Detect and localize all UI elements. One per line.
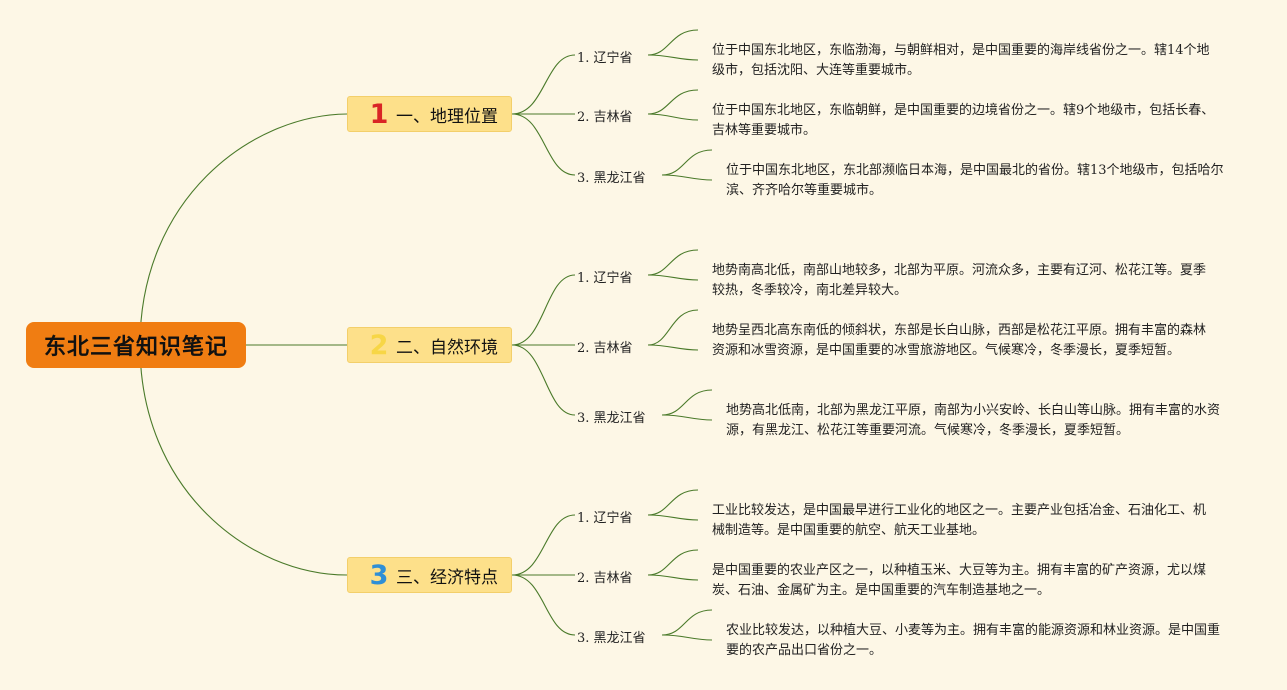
link-d1-2 bbox=[647, 89, 699, 115]
description-node[interactable]: 工业比较发达，是中国最早进行工业化的地区之一。主要产业包括冶金、石油化工、机械制… bbox=[712, 503, 1207, 538]
topic-label: 三、经济特点 bbox=[396, 567, 498, 588]
link-d3-3 bbox=[661, 609, 713, 636]
province-node[interactable]: 2. 吉林省 bbox=[577, 341, 633, 356]
number-three-icon: 3 bbox=[369, 559, 389, 591]
province-node[interactable]: 1. 辽宁省 bbox=[577, 511, 633, 526]
description-node[interactable]: 位于中国东北地区，东北部濒临日本海，是中国最北的省份。辖13个地级市，包括哈尔滨… bbox=[726, 163, 1224, 198]
link-d3-1 bbox=[647, 489, 699, 516]
description-node[interactable]: 位于中国东北地区，东临渤海，与朝鲜相对，是中国重要的海岸线省份之一。辖14个地级… bbox=[712, 43, 1210, 78]
province-node[interactable]: 2. 吉林省 bbox=[577, 571, 633, 586]
link-t3-p3 bbox=[511, 574, 576, 636]
link-d3-2b bbox=[647, 574, 699, 581]
province-node[interactable]: 3. 黑龙江省 bbox=[577, 411, 646, 426]
link-d3-1b bbox=[647, 514, 699, 521]
topic-label: 二、自然环境 bbox=[396, 337, 498, 358]
link-t2-p3 bbox=[511, 344, 576, 416]
link-t2-p1 bbox=[511, 274, 576, 346]
province-node[interactable]: 1. 辽宁省 bbox=[577, 271, 633, 286]
number-one-icon: 1 bbox=[369, 98, 389, 130]
topic-label: 一、地理位置 bbox=[396, 106, 498, 127]
link-root-topic-1 bbox=[139, 113, 348, 346]
description-node[interactable]: 地势高北低南，北部为黑龙江平原，南部为小兴安岭、长白山等山脉。拥有丰富的水资源，… bbox=[726, 403, 1221, 438]
link-t1-p1 bbox=[511, 54, 576, 115]
topic-geography[interactable]: 1 一、地理位置 bbox=[347, 96, 512, 132]
link-d3-2 bbox=[647, 549, 699, 576]
link-d1-1 bbox=[647, 29, 699, 56]
link-t3-p1 bbox=[511, 514, 576, 576]
link-d2-3 bbox=[661, 389, 713, 416]
link-d2-2b bbox=[647, 344, 699, 351]
link-t1-p3 bbox=[511, 113, 576, 176]
description-node[interactable]: 位于中国东北地区，东临朝鲜，是中国重要的边境省份之一。辖9个地级市，包括长春、吉… bbox=[712, 103, 1215, 138]
description-node[interactable]: 地势南高北低，南部山地较多，北部为平原。河流众多，主要有辽河、松花江等。夏季较热… bbox=[712, 263, 1207, 298]
link-d3-3b bbox=[661, 634, 713, 641]
link-d1-3 bbox=[661, 149, 713, 176]
link-d2-1b bbox=[647, 274, 699, 281]
province-node[interactable]: 3. 黑龙江省 bbox=[577, 631, 646, 646]
topic-environment[interactable]: 2 二、自然环境 bbox=[347, 327, 512, 363]
description-node[interactable]: 农业比较发达，以种植大豆、小麦等为主。拥有丰富的能源资源和林业资源。是中国重要的… bbox=[726, 623, 1221, 658]
province-node[interactable]: 1. 辽宁省 bbox=[577, 51, 633, 66]
link-d2-2 bbox=[647, 309, 699, 346]
topic-economy[interactable]: 3 三、经济特点 bbox=[347, 557, 512, 593]
description-node[interactable]: 地势呈西北高东南低的倾斜状，东部是长白山脉，西部是松花江平原。拥有丰富的森林资源… bbox=[712, 323, 1207, 358]
province-node[interactable]: 2. 吉林省 bbox=[577, 110, 633, 125]
link-d1-3b bbox=[661, 174, 713, 181]
link-d2-3b bbox=[661, 414, 713, 421]
link-d2-1 bbox=[647, 249, 699, 276]
link-d1-1b bbox=[647, 54, 699, 61]
link-d1-2b bbox=[647, 113, 699, 121]
link-root-topic-3 bbox=[139, 344, 348, 576]
root-node[interactable]: 东北三省知识笔记 bbox=[26, 322, 246, 368]
description-node[interactable]: 是中国重要的农业产区之一，以种植玉米、大豆等为主。拥有丰富的矿产资源，尤以煤炭、… bbox=[712, 563, 1207, 598]
province-node[interactable]: 3. 黑龙江省 bbox=[577, 171, 646, 186]
number-two-icon: 2 bbox=[369, 329, 389, 361]
